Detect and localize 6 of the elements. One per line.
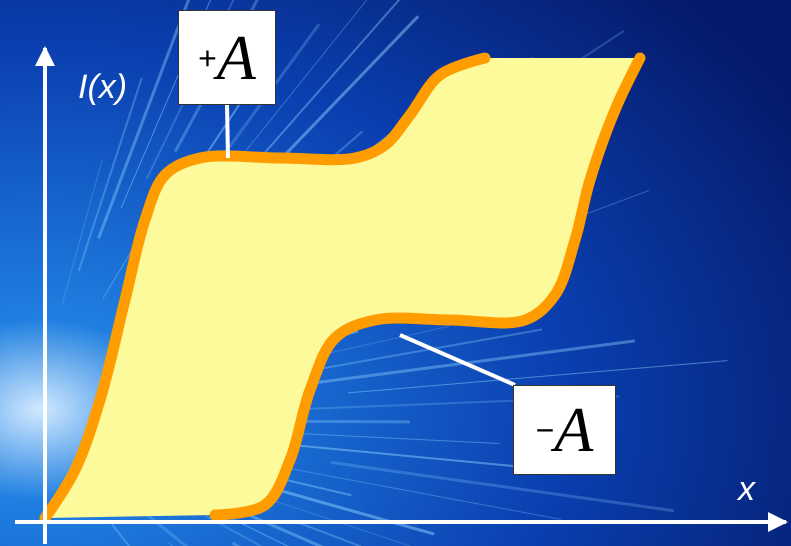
leader-line	[225, 104, 230, 158]
leader-line	[399, 333, 516, 387]
label-box: $^{+}$A	[178, 10, 276, 105]
axis-label: x	[738, 470, 755, 509]
axis-label: I(x)	[78, 68, 128, 107]
label-box: $^{−}$A	[513, 385, 616, 475]
